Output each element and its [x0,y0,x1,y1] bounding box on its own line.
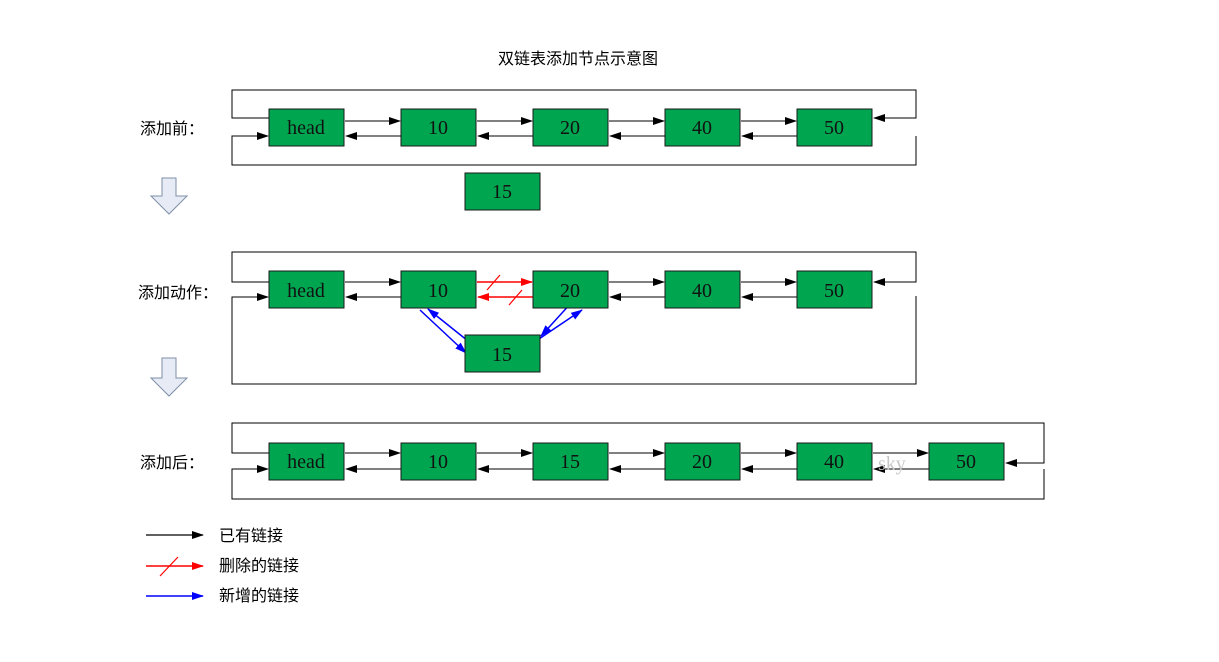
diagram-title: 双链表添加节点示意图 [498,49,658,68]
node-label: 50 [956,451,976,473]
new-link [532,309,583,344]
legend: 已有链接 删除的链接 新增的链接 [146,526,299,605]
node: 50 [928,442,1005,481]
row-before: head 10 20 40 50 15 [231,89,917,211]
node: 10 [400,270,477,309]
node: 40 [664,108,741,147]
node-label: 50 [824,280,844,302]
legend-deleted-slash [159,556,179,577]
node-label: head [287,451,325,473]
node-label: 40 [692,280,712,302]
node: 50 [796,108,873,147]
watermark: sky [878,453,906,475]
inserted-node: 15 [464,334,541,373]
row-after: sky head 10 15 20 40 50 [231,422,1045,500]
down-arrow-icon [149,177,189,215]
node: 10 [400,108,477,147]
node: 20 [664,442,741,481]
node-label: 15 [492,344,512,366]
deleted-next-slash [486,274,501,291]
row-label-after: 添加后： [140,453,204,472]
node-label: 20 [560,117,580,139]
new-link [419,309,467,354]
node-label: 20 [692,451,712,473]
legend-existing-label: 已有链接 [219,526,283,545]
wrap-link [231,293,917,385]
row-label-action: 添加动作： [138,283,218,302]
node: 40 [796,442,873,481]
node-label: 20 [560,280,580,302]
node-label: 40 [824,451,844,473]
node: head [268,270,345,309]
node-label: 40 [692,117,712,139]
node-label: 15 [492,181,512,203]
node: 40 [664,270,741,309]
wrap-link [231,422,1045,467]
legend-new-label: 新增的链接 [219,586,299,605]
node-label: 50 [824,117,844,139]
row-action: head 10 20 40 50 15 [231,251,917,385]
node: 50 [796,270,873,309]
node: 15 [532,442,609,481]
node: head [268,442,345,481]
legend-deleted-label: 删除的链接 [219,556,299,575]
node: 20 [532,108,609,147]
node-label: 15 [560,451,580,473]
wrap-link [231,132,917,166]
wrap-link [231,89,917,122]
node-label: head [287,280,325,302]
node-label: 10 [428,117,448,139]
node: 20 [532,270,609,309]
deleted-prev-slash [508,289,523,306]
node: 10 [400,442,477,481]
row-label-before: 添加前： [140,119,204,138]
node-label: 10 [428,280,448,302]
node: head [268,108,345,147]
wrap-link [231,251,917,286]
node-label: 10 [428,451,448,473]
pending-node: 15 [464,172,541,211]
node-label: head [287,117,325,139]
down-arrow-icon [149,357,189,397]
wrap-link [231,465,1045,500]
